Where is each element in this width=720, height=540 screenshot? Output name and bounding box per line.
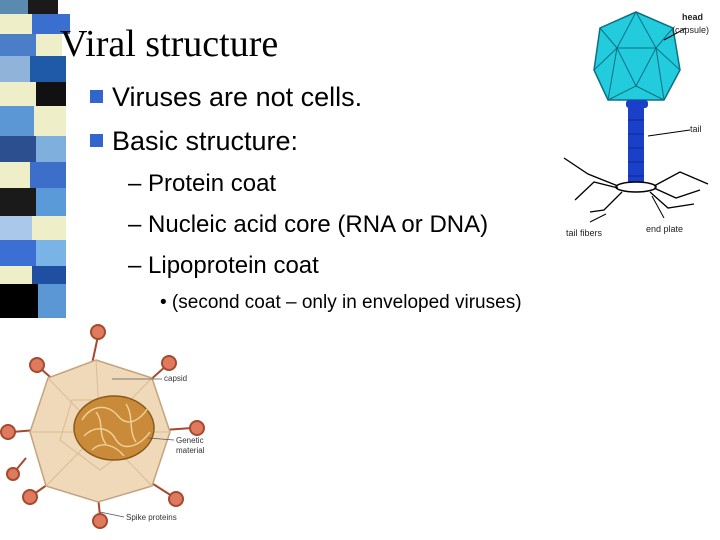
phage-tail-fibers bbox=[563, 157, 709, 213]
bullet-square-icon bbox=[90, 134, 103, 147]
sub-item-protein-coat: – Protein coat bbox=[128, 170, 277, 197]
sub-note-enveloped: • (second coat – only in enveloped virus… bbox=[160, 292, 522, 313]
bacteriophage-diagram: head (capsule) tail tail fibers end plat… bbox=[563, 11, 709, 238]
bullet-square-icon bbox=[90, 90, 103, 103]
label-genetic: Genetic bbox=[176, 436, 204, 445]
decorative-stripe-bar bbox=[0, 0, 70, 318]
bullet-text: Basic structure: bbox=[112, 126, 299, 156]
bullet-viruses-not-cells: Viruses are not cells. bbox=[90, 82, 362, 113]
virion-diagram: capsid Genetic material Spike proteins bbox=[0, 324, 205, 529]
label-head: head bbox=[682, 12, 703, 22]
sub-item-nucleic-acid-core: – Nucleic acid core (RNA or DNA) bbox=[128, 211, 489, 238]
label-tail: tail bbox=[690, 124, 702, 134]
label-tail-fibers: tail fibers bbox=[566, 228, 603, 238]
phage-tail-sheath bbox=[628, 108, 644, 184]
slide-title: Viral structure bbox=[60, 23, 279, 65]
label-material: material bbox=[176, 446, 205, 455]
sub-item-lipoprotein-coat: – Lipoprotein coat bbox=[128, 252, 319, 279]
bullet-basic-structure: Basic structure: bbox=[90, 126, 298, 157]
bullet-text: Viruses are not cells. bbox=[112, 82, 363, 112]
label-spike-proteins: Spike proteins bbox=[126, 513, 177, 522]
virion-genetic-material bbox=[73, 395, 155, 461]
label-capsule: (capsule) bbox=[672, 25, 709, 35]
label-capsid: capsid bbox=[164, 374, 187, 383]
label-end-plate: end plate bbox=[646, 224, 683, 234]
phage-collar bbox=[626, 100, 648, 108]
phage-end-plate bbox=[615, 181, 657, 193]
spike-proteins bbox=[0, 324, 205, 529]
